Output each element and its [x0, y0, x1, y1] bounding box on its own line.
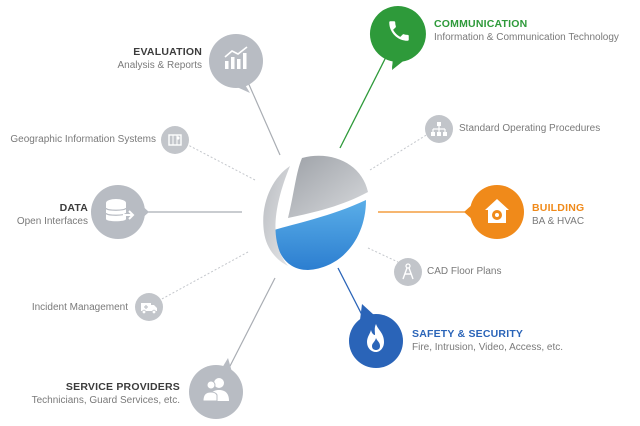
database-icon	[105, 199, 135, 222]
evaluation-subtitle: Analysis & Reports	[117, 60, 202, 71]
line-communication	[339, 54, 388, 149]
map-icon	[168, 134, 182, 146]
line-service	[227, 277, 276, 371]
phone-icon	[389, 21, 409, 41]
line-safety	[337, 267, 363, 316]
evaluation-pin[interactable]	[206, 31, 266, 95]
org-chart-icon	[431, 122, 447, 136]
gis-node[interactable]	[161, 126, 189, 154]
line-sop	[369, 133, 429, 171]
fire-icon	[367, 324, 384, 352]
safety-subtitle: Fire, Intrusion, Video, Access, etc.	[412, 342, 563, 353]
communication-subtitle: Information & Communication Technology	[434, 32, 619, 43]
building-subtitle: BA & HVAC	[532, 216, 585, 227]
ambulance-icon	[141, 303, 157, 314]
data-label: DATA Open Interfaces	[17, 202, 88, 227]
logo-gray-segment-top	[288, 155, 368, 218]
logo-blue-segment	[274, 200, 366, 270]
sop-label: Standard Operating Procedures	[459, 123, 601, 134]
communication-label: COMMUNICATION Information & Communicatio…	[434, 18, 619, 43]
data-subtitle: Open Interfaces	[16, 216, 88, 227]
data-title: DATA	[59, 202, 88, 214]
evaluation-title: EVALUATION	[133, 46, 202, 58]
building-label: BUILDING BA & HVAC	[532, 202, 584, 227]
building-title: BUILDING	[532, 202, 585, 214]
people-icon	[202, 378, 229, 402]
line-gis	[187, 144, 256, 181]
cad-label: CAD Floor Plans	[427, 266, 502, 277]
incident-node[interactable]	[135, 293, 163, 321]
safety-title: SAFETY & SECURITY	[412, 328, 524, 340]
service-subtitle: Technicians, Guard Services, etc.	[31, 395, 180, 406]
communication-title: COMMUNICATION	[434, 18, 528, 30]
safety-label: SAFETY & SECURITY Fire, Intrusion, Video…	[412, 328, 563, 353]
evaluation-label: EVALUATION Analysis & Reports	[118, 46, 202, 71]
logo-gray-segment-left	[263, 166, 290, 266]
house-gear-icon	[485, 199, 509, 223]
service-label: SERVICE PROVIDERS Technicians, Guard Ser…	[32, 381, 180, 406]
gis-label: Geographic Information Systems	[10, 134, 156, 145]
compass-icon	[402, 263, 414, 280]
line-incident	[159, 251, 249, 301]
chart-icon	[224, 46, 248, 69]
line-cad	[367, 247, 399, 263]
line-evaluation	[246, 79, 281, 156]
center-logo	[263, 155, 368, 270]
incident-label: Incident Management	[31, 302, 128, 313]
cad-node[interactable]	[394, 258, 422, 286]
service-title: SERVICE PROVIDERS	[65, 381, 180, 393]
sop-node[interactable]	[425, 115, 453, 143]
